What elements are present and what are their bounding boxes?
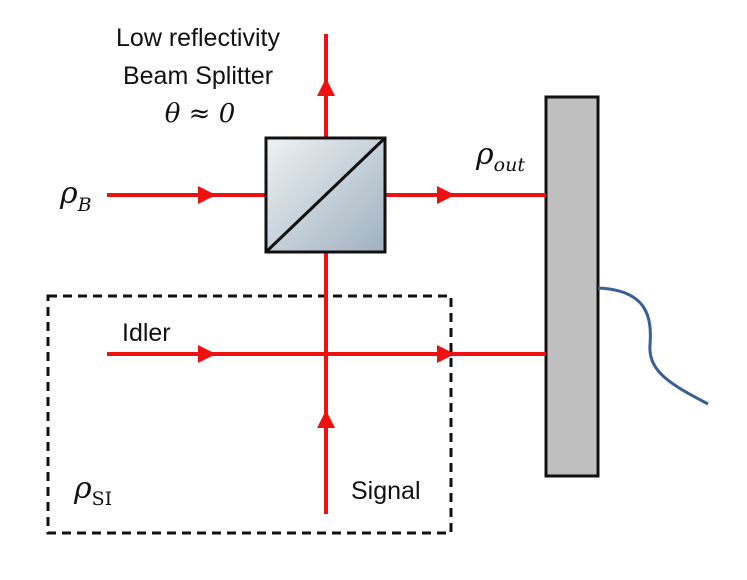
rho-out-base: ρ: [475, 137, 494, 172]
signal-label: Signal: [351, 477, 421, 505]
rho-si-base: ρ: [73, 471, 92, 506]
arrow-head-icon: [437, 345, 455, 363]
optical-fiber-icon: [597, 286, 709, 406]
rho-b-base: ρ: [59, 176, 78, 211]
splitter-angle: θ ≈ 0: [165, 99, 236, 129]
detector-plate-icon: [546, 97, 598, 476]
rho-out-label: ρout: [475, 137, 525, 176]
rho-out-sub: out: [494, 154, 526, 176]
arrow-head-icon: [437, 186, 455, 204]
detector-plate-outline: [544, 95, 600, 478]
arrow-head-icon: [198, 186, 216, 204]
rho-b-sub: B: [77, 194, 92, 216]
splitter-title-line1: Low reflectivity: [116, 24, 280, 52]
rho-si-label: ρSI: [73, 471, 112, 510]
splitter-title-line2: Beam Splitter: [123, 62, 273, 90]
rho-b-label: ρB: [59, 176, 92, 216]
arrow-head-icon: [317, 410, 335, 428]
rho-si-sub: SI: [92, 488, 113, 510]
source-box: [46, 294, 453, 535]
arrow-head-icon: [317, 78, 335, 96]
idler-label: Idler: [122, 319, 171, 347]
arrow-head-icon: [198, 345, 216, 363]
beam-splitter-diagonal: [264, 136, 387, 254]
